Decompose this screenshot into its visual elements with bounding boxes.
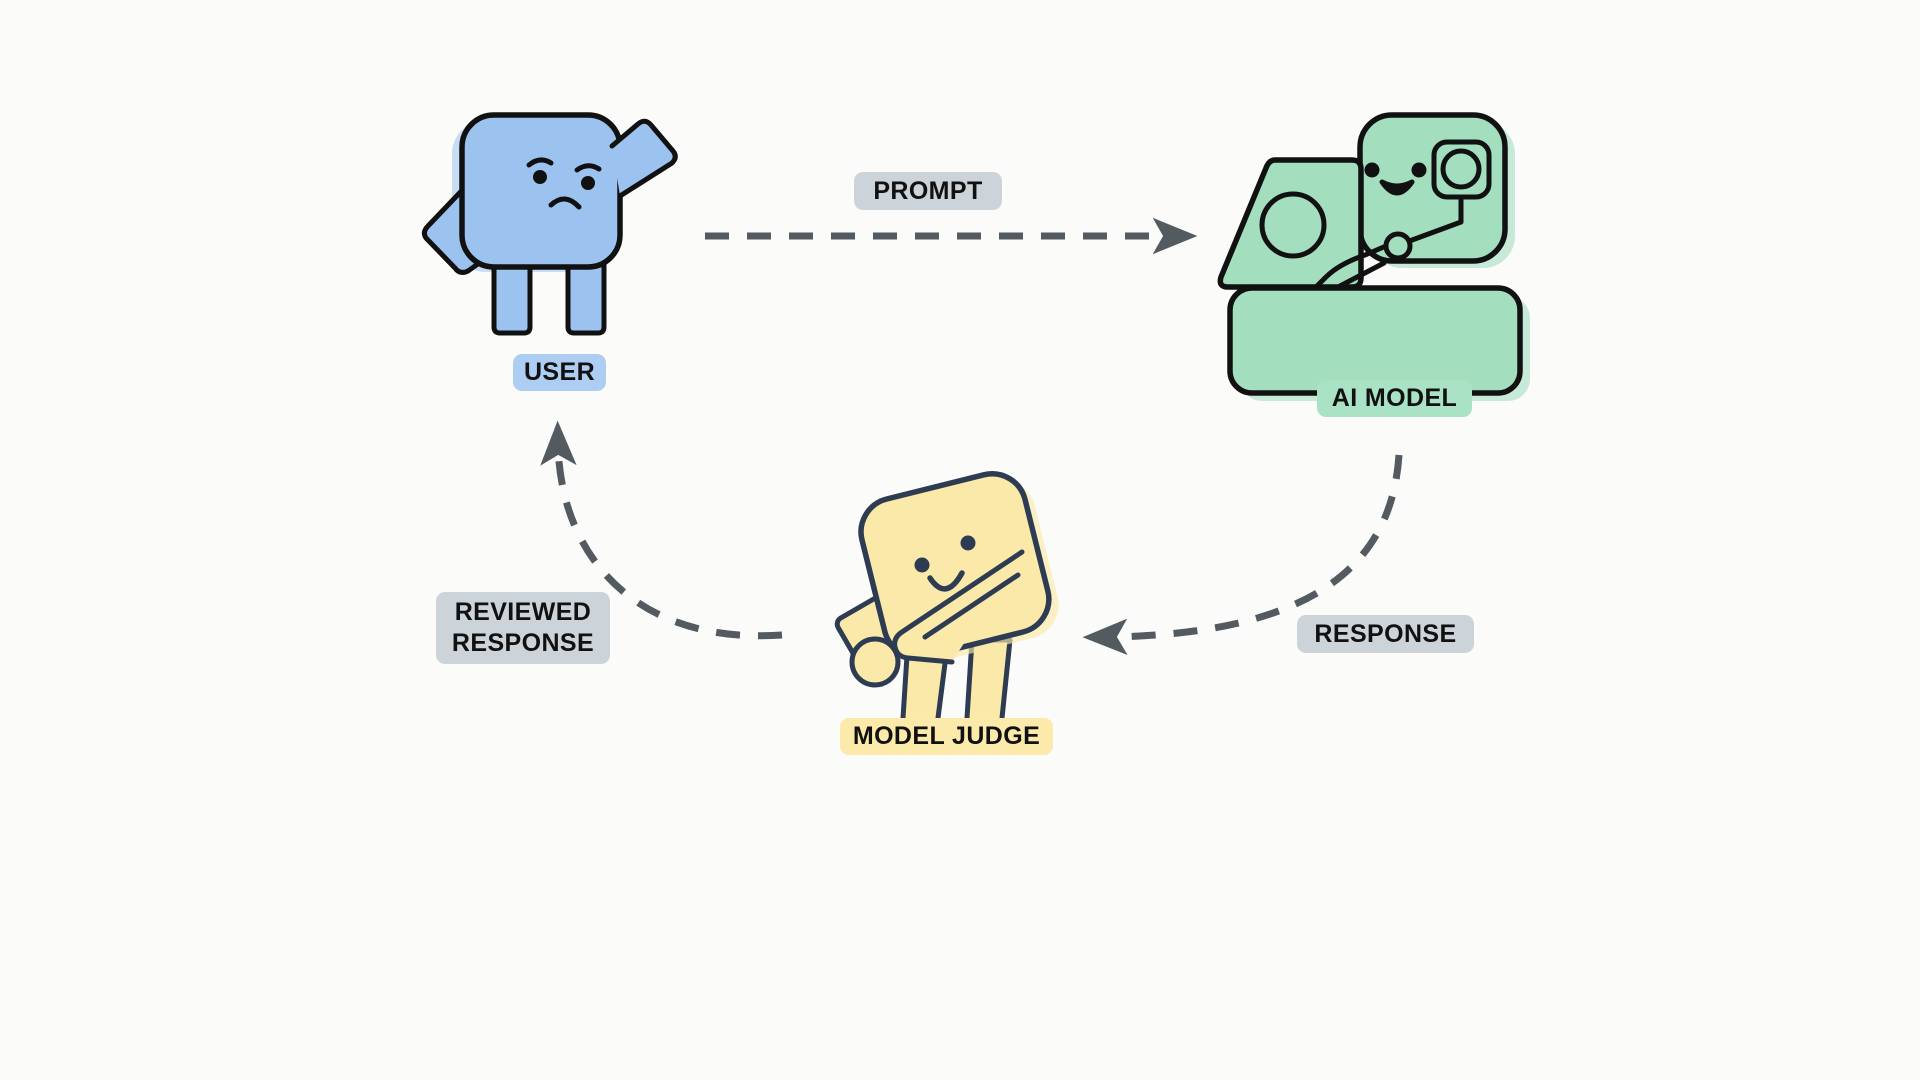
node-label-model-judge: MODEL JUDGE xyxy=(840,718,1053,755)
node-label-user: USER xyxy=(513,354,606,391)
edge-label-response: RESPONSE xyxy=(1297,615,1474,653)
edge-label-reviewed-response: REVIEWED RESPONSE xyxy=(436,592,610,664)
arrow-response xyxy=(1082,454,1403,655)
arrow-reviewed-response xyxy=(540,420,783,640)
node-label-ai-model: AI MODEL xyxy=(1317,380,1472,417)
edge-label-prompt: PROMPT xyxy=(854,172,1002,210)
